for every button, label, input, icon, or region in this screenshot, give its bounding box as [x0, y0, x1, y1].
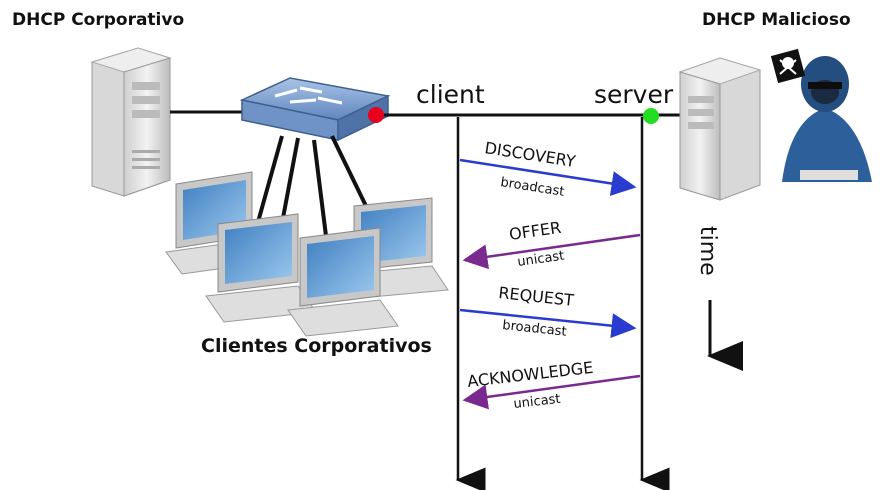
corporate-server-icon: [90, 47, 172, 197]
message-discovery-mode: broadcast: [499, 175, 565, 200]
message-request-name: REQUEST: [498, 283, 575, 310]
message-acknowledge: ACKNOWLEDGE unicast: [462, 358, 641, 412]
client-label: client: [416, 80, 485, 109]
rogue-server-label: DHCP Malicioso: [702, 10, 851, 30]
clients-label: Clientes Corporativos: [201, 335, 432, 357]
message-offer-mode: unicast: [516, 249, 565, 270]
hacker-image: [770, 44, 878, 182]
rogue-server-icon: [678, 57, 762, 201]
message-acknowledge-mode: unicast: [513, 392, 561, 412]
message-discovery: DISCOVERY broadcast: [459, 138, 637, 200]
rogue-port-green-indicator: [643, 108, 659, 124]
client-laptop-3: [205, 213, 317, 323]
time-axis-label: time: [695, 226, 720, 276]
message-offer-name: OFFER: [508, 218, 562, 244]
message-offer: OFFER unicast: [462, 218, 641, 270]
message-request-mode: broadcast: [502, 318, 568, 340]
corporate-server-label: DHCP Corporativo: [12, 10, 184, 30]
client-laptop-4: [287, 227, 399, 337]
network-switch-icon: [239, 77, 391, 142]
message-request: REQUEST broadcast: [459, 283, 637, 340]
rogue-port-red-indicator: [368, 107, 384, 123]
server-label: server: [594, 80, 674, 109]
